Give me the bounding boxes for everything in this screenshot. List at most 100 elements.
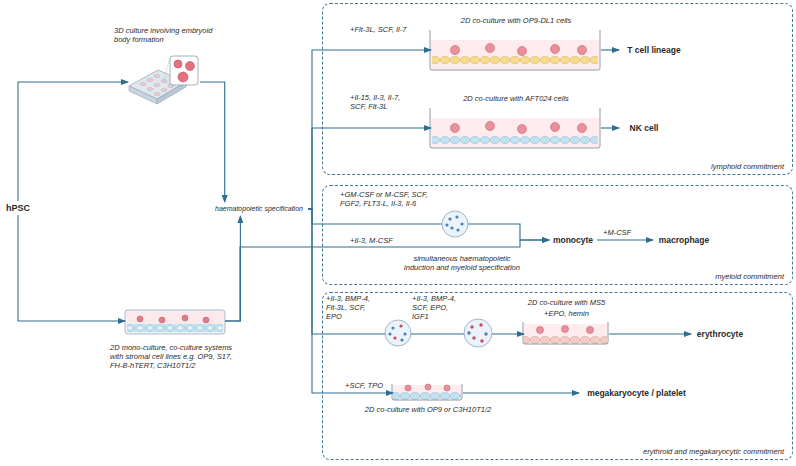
progenitor-cell — [562, 326, 569, 333]
factor-label: +Il-3, M-CSF — [350, 236, 420, 245]
cell-dot — [445, 223, 448, 226]
node-text: macrophage — [659, 235, 710, 245]
well — [161, 88, 167, 91]
node-text: haematopoietic specification — [215, 205, 303, 214]
progenitor-cell — [578, 46, 587, 55]
stem-cell — [203, 317, 209, 323]
embryoid-body — [174, 60, 182, 68]
well — [154, 92, 160, 95]
annotation: +Il-3, BMP-4, SCF, EPO, IGF1 — [412, 294, 462, 321]
node-text: 2D co-culture with AFT024 cells — [431, 94, 601, 103]
node-text: hPSC — [6, 203, 30, 214]
node-text: 2D co-culture with OP9-DL1 cells — [431, 16, 601, 25]
cell-dot — [403, 332, 406, 335]
co-culture-dish: 2D co-culture with MS5+EPO, hemin — [524, 323, 609, 345]
cell-type: T cell lineage — [619, 43, 689, 57]
cell-dot — [448, 217, 451, 220]
culture-illustration: 2D mono-culture, co-culture systems with… — [125, 305, 225, 337]
medium — [431, 40, 599, 69]
progenitor-cell — [578, 124, 587, 133]
progenitor-cell — [518, 47, 527, 56]
co-culture-dish: 2D co-culture with OP9 or C3H10T1/2 — [393, 385, 463, 401]
commitment-panel: erythroid and megakaryocytic commitment 2… — [322, 292, 793, 460]
embryoid-body — [186, 62, 195, 71]
connector-arrow — [225, 240, 549, 321]
factor-label: +SCF, TPO — [345, 381, 405, 390]
culture-illustration: 3D culture involving embryoid body forma… — [128, 52, 200, 112]
connector-arrow — [225, 216, 240, 321]
connector-arrow — [308, 209, 549, 240]
factor-label: +GM-CSF or M-CSF, SCF, FGF2, FLT3-L, Il-… — [340, 190, 442, 208]
well — [147, 87, 153, 90]
progenitor-cell — [444, 385, 450, 391]
medium — [393, 385, 461, 399]
connector-arrow — [200, 82, 225, 202]
culture-dish-top — [464, 319, 492, 347]
medium — [127, 312, 223, 324]
progenitor-cell — [451, 46, 460, 55]
node-text: 2D co-culture with MS5 — [509, 298, 624, 307]
connector-arrow — [18, 215, 125, 321]
stage-label: haematopoietic specification — [210, 202, 308, 216]
stromal-cells — [432, 136, 598, 144]
dish-circle — [464, 319, 492, 347]
annotation: simultaneous haematopoietic induction an… — [398, 254, 526, 272]
node-text: monocyte — [553, 235, 593, 245]
dish-illustration — [430, 108, 600, 148]
connector-arrow — [597, 239, 653, 240]
node-text: lymphoid commitment — [711, 162, 784, 171]
well — [147, 78, 153, 81]
factor-label: +M-CSF — [603, 228, 643, 237]
dish-wall — [392, 384, 462, 400]
source-label: hPSC — [4, 201, 32, 215]
cell-dot — [460, 222, 463, 225]
stem-cell — [159, 317, 165, 323]
cell-type: macrophage — [653, 233, 715, 247]
dish-circle — [442, 211, 468, 237]
well — [154, 74, 160, 77]
factor-label: +Il-15, Il-3, Il-7, SCF, Flt-3L — [350, 93, 410, 111]
cell-type: monocyte — [549, 233, 597, 247]
node-text: 3D culture involving embryoid body forma… — [114, 26, 226, 44]
well — [161, 79, 167, 82]
cell-dot — [484, 332, 487, 335]
well — [140, 82, 146, 85]
well — [168, 84, 174, 87]
progenitor-cell — [486, 122, 495, 131]
progenitor-cell — [518, 125, 527, 134]
progenitor-cell — [486, 44, 495, 53]
progenitor-cell — [551, 123, 560, 132]
cell-type: megakaryocyte / platelet — [579, 386, 694, 400]
cell-dot — [450, 226, 453, 229]
co-culture-dish: 2D co-culture with OP9-DL1 cells — [431, 29, 601, 71]
plate-side — [129, 86, 157, 104]
node-text: NK cell — [630, 123, 659, 133]
connector-arrow — [308, 50, 431, 209]
connector-arrow — [601, 49, 619, 50]
node-text: 2D co-culture with OP9 or C3H10T1/2 — [358, 405, 498, 414]
progenitor-cell — [551, 45, 560, 54]
connector-arrow — [18, 82, 128, 201]
cell-dot — [480, 339, 483, 342]
connector-arrow — [609, 333, 691, 334]
node-text: erythroid and megakaryocytic commitment — [643, 447, 784, 456]
zoom-window — [170, 56, 198, 85]
progenitor-cell — [405, 385, 411, 391]
dish-wall — [430, 30, 600, 70]
dish-wall — [430, 108, 600, 148]
factor-label: +Flt-3L, SCF, Il-7 — [350, 25, 410, 34]
factor-label: +Il-3, BMP-4, Flt-3L, SCF, EPO — [326, 294, 382, 321]
dish-circle — [385, 320, 411, 346]
cell-type: erythrocyte — [691, 327, 749, 341]
cell-dot — [470, 325, 473, 328]
cell-dot — [399, 324, 402, 327]
dish-illustration — [392, 384, 462, 400]
stem-cell — [137, 316, 143, 322]
co-culture-dish: 2D co-culture with AFT024 cells — [431, 107, 601, 149]
node-text: +EPO, hemin — [509, 309, 624, 318]
node-text: erythrocyte — [697, 329, 743, 339]
cell-dot — [400, 338, 403, 341]
